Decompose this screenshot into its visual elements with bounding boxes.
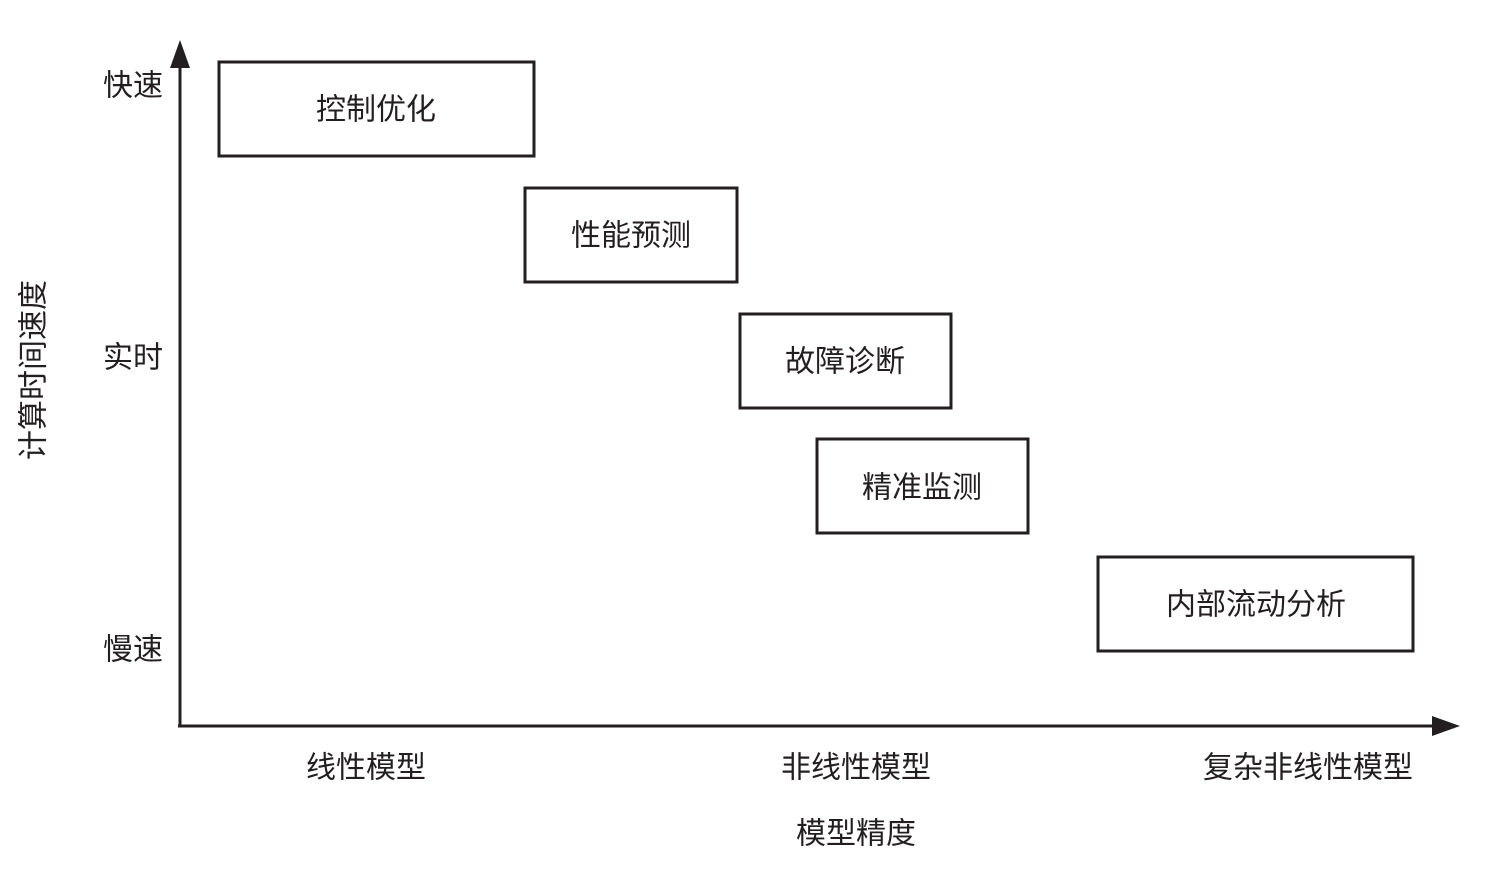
x-axis-arrow-icon xyxy=(1432,716,1460,736)
y-tick-fast: 快速 xyxy=(103,69,163,104)
box-label: 故障诊断 xyxy=(785,345,905,380)
box-label: 精准监测 xyxy=(862,471,982,506)
x-tick-complex-nonlinear: 复杂非线性模型 xyxy=(1203,751,1413,786)
x-tick-nonlinear: 非线性模型 xyxy=(781,751,931,786)
box-frame xyxy=(217,60,536,158)
box-control-optimization: 控制优化 xyxy=(217,60,536,158)
box-performance-prediction: 性能预测 xyxy=(523,186,739,284)
box-frame xyxy=(738,312,953,410)
y-axis-title: 计算时间速度 xyxy=(17,280,52,460)
box-frame xyxy=(523,186,739,284)
y-axis xyxy=(170,40,190,726)
x-tick-linear: 线性模型 xyxy=(306,751,426,786)
y-axis-arrow-icon xyxy=(170,40,190,68)
box-frame xyxy=(1096,555,1415,653)
box-internal-flow-analysis: 内部流动分析 xyxy=(1096,555,1415,653)
box-frame xyxy=(815,437,1030,535)
box-precise-monitoring: 精准监测 xyxy=(815,437,1030,535)
y-tick-realtime: 实时 xyxy=(103,341,163,376)
box-label: 控制优化 xyxy=(316,93,436,128)
x-axis xyxy=(178,716,1460,736)
box-fault-diagnosis: 故障诊断 xyxy=(738,312,953,410)
box-label: 性能预测 xyxy=(571,219,691,254)
x-axis-title: 模型精度 xyxy=(796,817,916,852)
box-label: 内部流动分析 xyxy=(1166,588,1346,623)
y-tick-slow: 慢速 xyxy=(103,633,163,668)
